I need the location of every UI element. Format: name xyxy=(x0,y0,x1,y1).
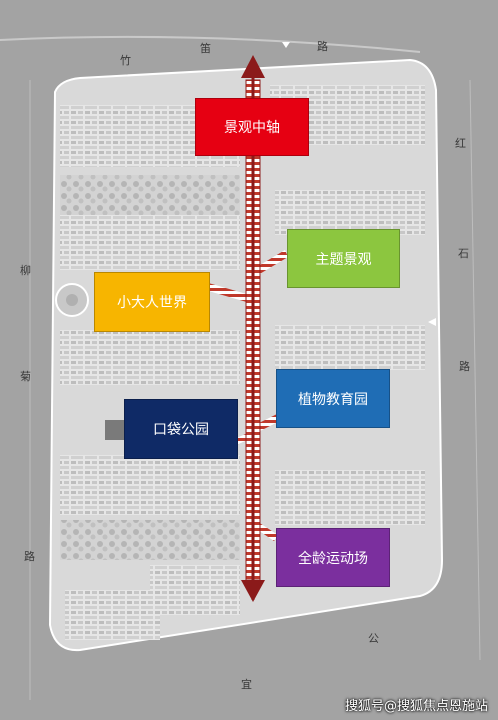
zone-theme-landscape: 主题景观 xyxy=(287,229,400,288)
road-label-west-1: 柳 xyxy=(20,264,31,277)
zone-plant-garden-label: 植物教育园 xyxy=(298,391,368,408)
zone-kids-world: 小大人世界 xyxy=(94,272,210,332)
road-label-east-2: 石 xyxy=(458,247,469,260)
zone-all-age-sports: 全龄运动场 xyxy=(276,528,390,587)
zone-all-age-sports-label: 全龄运动场 xyxy=(298,550,368,567)
road-label-south-1: 公 xyxy=(368,632,379,645)
road-label-north-2: 笛 xyxy=(200,42,211,55)
zone-central-axis: 景观中轴 xyxy=(195,98,309,156)
road-label-west-2: 菊 xyxy=(20,370,31,383)
zone-pocket-park: 口袋公园 xyxy=(124,399,238,459)
road-label-west-3: 路 xyxy=(24,550,35,563)
zone-pocket-park-label: 口袋公园 xyxy=(153,422,209,438)
zone-theme-landscape-label: 主题景观 xyxy=(315,251,372,268)
zone-central-axis-label: 景观中轴 xyxy=(224,120,280,136)
watermark-text: 搜狐号@搜狐焦点恩施站 xyxy=(344,699,488,714)
road-label-north-3: 路 xyxy=(317,40,328,53)
road-label-east-1: 红 xyxy=(455,137,466,150)
zone-plant-garden: 植物教育园 xyxy=(276,369,390,428)
road-label-south-2: 宜 xyxy=(241,678,252,691)
road-label-east-3: 路 xyxy=(459,360,470,373)
road-label-north-1: 竹 xyxy=(120,54,131,67)
zone-kids-world-label: 小大人世界 xyxy=(117,295,187,311)
